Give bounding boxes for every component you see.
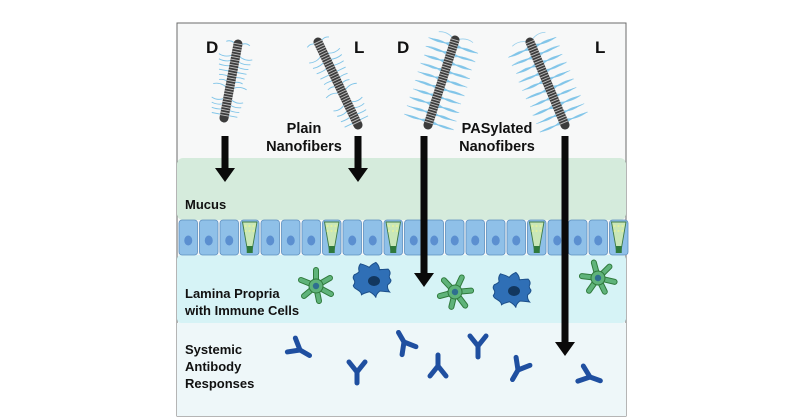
plain-l-arrow-down-icon [348, 136, 368, 182]
nanofibers [211, 31, 588, 133]
antibody-icon [467, 333, 489, 360]
epithelial-cell-icon [178, 219, 198, 256]
lamina-propria-line1: Lamina Propria [185, 286, 280, 301]
goblet-cell-icon [322, 219, 342, 256]
antibody-icon [575, 363, 603, 384]
epithelial-cell-icon [486, 219, 506, 256]
pasylated-l-nanofiber-icon [508, 31, 588, 133]
plain-l-nanofiber-icon [306, 36, 369, 130]
pasylated-l-label: L [595, 38, 605, 57]
dendritic-cell-icon [436, 274, 475, 310]
arrows [215, 136, 575, 356]
plain-nanofibers-line1: Plain [287, 121, 322, 137]
epithelial-cell-icon [301, 219, 321, 256]
dendritic-cell-icon [578, 259, 618, 295]
antibody-icon [396, 329, 419, 358]
epithelial-cell-icon [260, 219, 280, 256]
plain-d-label: D [206, 38, 218, 57]
epithelial-cell-icon [342, 219, 362, 256]
epithelial-cell-icon [219, 219, 239, 256]
pasylated-l-arrow-down-icon [555, 136, 575, 356]
systemic-line2: Antibody [185, 359, 242, 374]
systemic-line1: Systemic [185, 342, 242, 357]
antibody-icon [284, 335, 313, 358]
immune-cells [298, 259, 618, 310]
antibodies [284, 329, 603, 386]
lamina-propria-line2: with Immune Cells [184, 303, 299, 318]
plain-d-nanofiber-icon [211, 39, 253, 123]
systemic-line3: Responses [185, 376, 254, 391]
epithelial-cell-icon [281, 219, 301, 256]
epithelial-cell-icon [506, 219, 526, 256]
pasylated-nanofibers-line1: PASylated [462, 121, 533, 137]
pasylated-d-arrow-down-icon [414, 136, 434, 287]
epithelial-cell-icon [445, 219, 465, 256]
antibody-icon [346, 359, 368, 386]
epithelial-cell-icon [404, 219, 424, 256]
antibody-icon [510, 354, 533, 383]
lamina-propria-band [177, 255, 626, 323]
epithelial-cell-icon [465, 219, 485, 256]
plain-d-arrow-down-icon [215, 136, 235, 182]
goblet-cell-icon [383, 219, 403, 256]
macrophage-icon [352, 261, 392, 298]
pasylated-d-nanofiber-icon [404, 31, 479, 131]
goblet-cell-icon [527, 219, 547, 256]
antibody-icon [427, 352, 449, 379]
pasylated-nanofibers-line2: Nanofibers [459, 139, 535, 155]
dendritic-cell-icon [298, 267, 334, 304]
pasylated-d-label: D [397, 38, 409, 57]
goblet-cell-icon [609, 219, 629, 256]
mucus-label: Mucus [185, 197, 226, 212]
epithelial-cell-icon [424, 219, 444, 256]
macrophage-icon [492, 271, 532, 308]
epithelial-cell-icon [363, 219, 383, 256]
plain-nanofibers-line2: Nanofibers [266, 139, 342, 155]
epithelial-cell-icon [199, 219, 219, 256]
epithelial-cell-icon [568, 219, 588, 256]
epithelial-cell-icon [588, 219, 608, 256]
goblet-cell-icon [240, 219, 260, 256]
mucus-band [177, 158, 626, 220]
plain-l-label: L [354, 38, 364, 57]
